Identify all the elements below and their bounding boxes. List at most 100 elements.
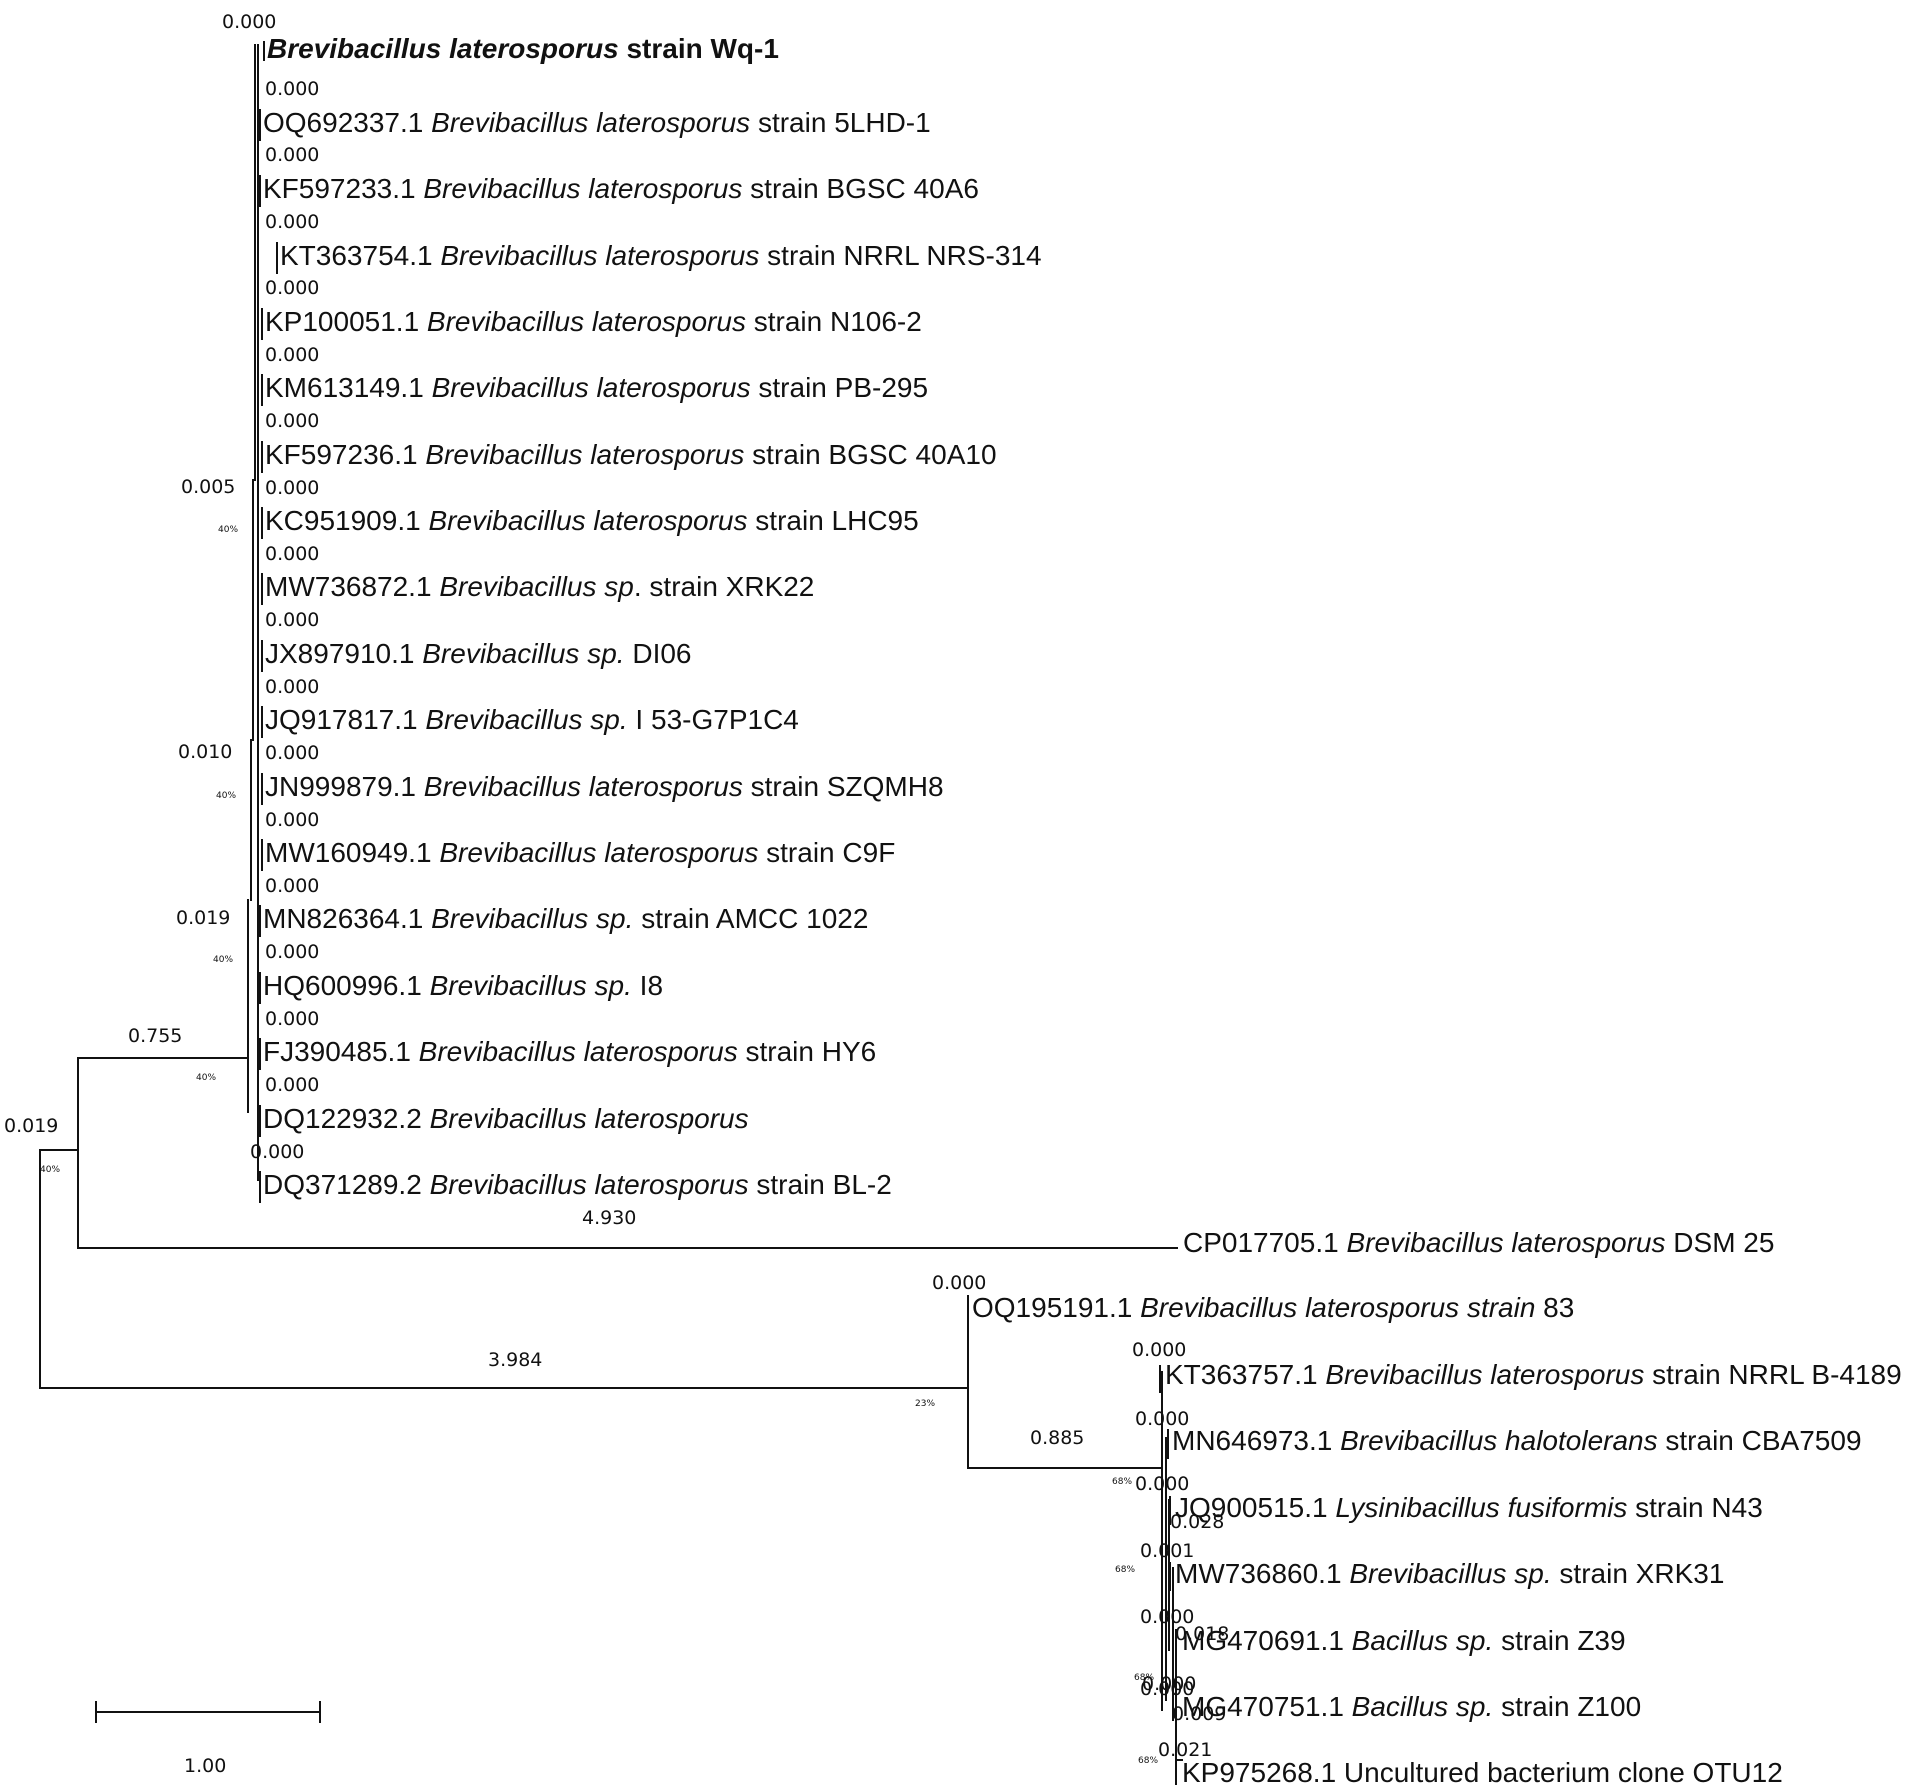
bootstrap-support: 68% bbox=[1115, 1565, 1135, 1575]
leaf-accession: KF597236.1 bbox=[265, 439, 425, 470]
leaf-accession: KM613149.1 bbox=[265, 372, 432, 403]
leaf-species: Brevibacillus laterosporus bbox=[440, 240, 759, 271]
leaf-species: Brevibacillus laterosporus bbox=[428, 505, 747, 536]
leaf-accession: MW736860.1 bbox=[1175, 1558, 1349, 1589]
internal-branch-length: 0.885 bbox=[1030, 1427, 1084, 1449]
bootstrap-support: 23% bbox=[915, 1399, 935, 1409]
leaf-label: KF597236.1 Brevibacillus laterosporus st… bbox=[265, 439, 997, 470]
leaf-species: Brevibacillus laterosporus bbox=[424, 771, 743, 802]
leaf-branch-length: 0.000 bbox=[265, 277, 319, 299]
leaf-label: JQ917817.1 Brevibacillus sp. I 53-G7P1C4 bbox=[265, 704, 799, 735]
leaf-strain: I 53-G7P1C4 bbox=[628, 704, 799, 735]
bootstrap-support: 40% bbox=[218, 525, 238, 535]
leaf-strain: strain NRRL B-4189 bbox=[1644, 1359, 1901, 1390]
bootstrap-support: 40% bbox=[196, 1073, 216, 1083]
leaf-branch-length: 0.000 bbox=[1135, 1473, 1189, 1495]
leaf-branch-length: 0.000 bbox=[932, 1272, 986, 1294]
leaf-label: Brevibacillus laterosporus strain Wq-1 bbox=[267, 33, 779, 64]
leaf-branch-length: 0.000 bbox=[265, 477, 319, 499]
leaf-accession: MN646973.1 bbox=[1172, 1425, 1340, 1456]
leaf-strain: strain LHC95 bbox=[748, 505, 919, 536]
leaf-branch-length: 0.000 bbox=[265, 344, 319, 366]
leaf-species: Brevibacillus laterosporus bbox=[439, 837, 758, 868]
leaf-strain: strain SZQMH8 bbox=[743, 771, 944, 802]
leaf-species: Brevibacillus laterosporus bbox=[432, 372, 751, 403]
leaf-accession: KP100051.1 bbox=[265, 306, 427, 337]
leaf-label: JQ900515.1 Lysinibacillus fusiformis str… bbox=[1175, 1492, 1763, 1523]
leaf-label: KM613149.1 Brevibacillus laterosporus st… bbox=[265, 372, 928, 403]
leaf-label: DQ122932.2 Brevibacillus laterosporus bbox=[263, 1103, 749, 1134]
leaf-species: Brevibacillus laterosporus bbox=[427, 306, 746, 337]
leaf-branch-length: 0.000 bbox=[265, 809, 319, 831]
leaf-branch-length: 0.000 bbox=[265, 742, 319, 764]
leaf-label: JX897910.1 Brevibacillus sp. DI06 bbox=[265, 638, 692, 669]
leaf-label: KP975268.1 Uncultured bacterium clone OT… bbox=[1182, 1757, 1783, 1787]
leaf-strain: strain Z100 bbox=[1493, 1691, 1641, 1722]
internal-branch-length: 3.984 bbox=[488, 1349, 542, 1371]
leaf-branch-length: 0.000 bbox=[1132, 1339, 1186, 1361]
leaf-branch-length: 0.000 bbox=[1142, 1673, 1196, 1695]
leaf-branch-length: 0.000 bbox=[265, 78, 319, 100]
leaf-accession: OQ692337.1 bbox=[263, 107, 431, 138]
internal-branch-length: 0.010 bbox=[178, 741, 232, 763]
leaf-label: OQ195191.1 Brevibacillus laterosporus st… bbox=[972, 1292, 1574, 1323]
leaf-label: MN646973.1 Brevibacillus halotolerans st… bbox=[1172, 1425, 1862, 1456]
leaf-species: Brevibacillus laterosporus bbox=[1346, 1227, 1665, 1258]
leaf-species: Brevibacillus sp. bbox=[430, 970, 632, 1001]
leaf-species: Brevibacillus laterosporus bbox=[1325, 1359, 1644, 1390]
leaf-species: Bacillus sp. bbox=[1352, 1691, 1494, 1722]
leaf-label: OQ692337.1 Brevibacillus laterosporus st… bbox=[263, 107, 931, 138]
leaf-species: Brevibacillus laterosporus bbox=[267, 33, 619, 64]
leaf-label: JN999879.1 Brevibacillus laterosporus st… bbox=[265, 771, 944, 802]
bootstrap-support: 40% bbox=[213, 955, 233, 965]
leaf-strain: Uncultured bacterium clone OTU12 bbox=[1344, 1757, 1783, 1787]
leaf-label: MW736860.1 Brevibacillus sp. strain XRK3… bbox=[1175, 1558, 1724, 1589]
internal-branch-length: 0.009 bbox=[1172, 1703, 1226, 1725]
scale-bar-label: 1.00 bbox=[184, 1755, 226, 1777]
leaf-label: KP100051.1 Brevibacillus laterosporus st… bbox=[265, 306, 922, 337]
leaf-branch-length: 0.000 bbox=[265, 609, 319, 631]
leaf-strain: strain CBA7509 bbox=[1658, 1425, 1862, 1456]
leaf-strain: strain NRRL NRS-314 bbox=[759, 240, 1041, 271]
internal-branch-length: 0.000 bbox=[1140, 1678, 1194, 1700]
leaf-species: Brevibacillus sp bbox=[439, 571, 634, 602]
leaf-species: Lysinibacillus fusiformis bbox=[1335, 1492, 1627, 1523]
leaf-label: DQ371289.2 Brevibacillus laterosporus st… bbox=[263, 1169, 892, 1200]
leaf-species: Brevibacillus sp. bbox=[425, 704, 627, 735]
leaf-label: MG470751.1 Bacillus sp. strain Z100 bbox=[1182, 1691, 1641, 1722]
leaf-accession: MW736872.1 bbox=[265, 571, 439, 602]
leaf-label: HQ600996.1 Brevibacillus sp. I8 bbox=[263, 970, 663, 1001]
leaf-strain: strain BGSC 40A6 bbox=[742, 173, 979, 204]
leaf-species: Brevibacillus laterosporus bbox=[423, 173, 742, 204]
leaf-strain: strain PB-295 bbox=[751, 372, 928, 403]
leaf-strain: strain N106-2 bbox=[746, 306, 922, 337]
leaf-species: Bacillus sp. bbox=[1352, 1625, 1494, 1656]
leaf-accession: MG470751.1 bbox=[1182, 1691, 1352, 1722]
leaf-species: Brevibacillus sp. bbox=[431, 903, 633, 934]
leaf-label: CP017705.1 Brevibacillus laterosporus DS… bbox=[1183, 1227, 1774, 1258]
bootstrap-support: 68% bbox=[1138, 1756, 1158, 1766]
leaf-branch-length: 4.930 bbox=[582, 1207, 636, 1229]
leaf-accession: JN999879.1 bbox=[265, 771, 424, 802]
leaf-branch-length: 0.000 bbox=[265, 676, 319, 698]
leaf-branch-length: 0.000 bbox=[265, 144, 319, 166]
leaf-species: Brevibacillus sp. bbox=[422, 638, 624, 669]
leaf-strain: . strain XRK22 bbox=[634, 571, 815, 602]
leaf-label: KT363754.1 Brevibacillus laterosporus st… bbox=[280, 240, 1042, 271]
leaf-strain: strain 5LHD-1 bbox=[750, 107, 931, 138]
leaf-species: Brevibacillus sp. bbox=[1349, 1558, 1551, 1589]
internal-branch-length: 0.019 bbox=[4, 1115, 58, 1137]
leaf-species: Brevibacillus laterosporus bbox=[430, 1169, 749, 1200]
leaf-accession: KT363757.1 bbox=[1165, 1359, 1325, 1390]
leaf-accession: KT363754.1 bbox=[280, 240, 440, 271]
leaf-branch-length: 0.000 bbox=[222, 11, 276, 33]
leaf-strain: strain XRK31 bbox=[1552, 1558, 1725, 1589]
leaf-branch-length: 0.000 bbox=[265, 410, 319, 432]
leaf-strain: strain Wq-1 bbox=[619, 33, 779, 64]
leaf-label: MN826364.1 Brevibacillus sp. strain AMCC… bbox=[263, 903, 868, 934]
bootstrap-support: 68% bbox=[1112, 1477, 1132, 1487]
bootstrap-support: 40% bbox=[216, 791, 236, 801]
internal-branch-length: 0.028 bbox=[1170, 1511, 1224, 1533]
leaf-strain: DI06 bbox=[625, 638, 692, 669]
